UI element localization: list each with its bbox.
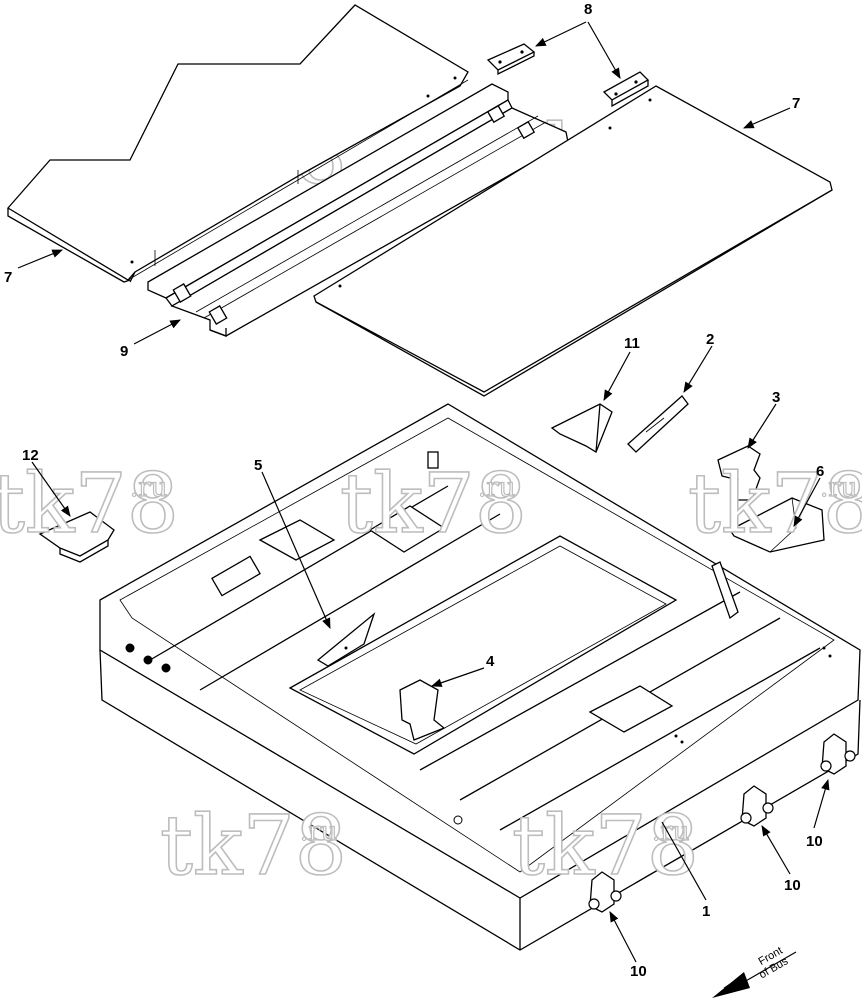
watermark-bottom-right: tk78 .ru bbox=[511, 798, 700, 895]
callout-10-left: 10 bbox=[630, 963, 647, 980]
direction-line bbox=[743, 951, 797, 983]
front-of-bus-indicator: Front of Bus bbox=[712, 945, 797, 998]
callout-2: 2 bbox=[706, 331, 714, 348]
callout-9: 9 bbox=[120, 343, 128, 360]
callout-11: 11 bbox=[624, 335, 640, 352]
main-frame-assembly bbox=[99, 403, 861, 951]
watermark-suffix: .ru bbox=[300, 817, 337, 847]
callout-1: 1 bbox=[702, 903, 710, 920]
watermark-suffix: .ru bbox=[652, 817, 689, 847]
watermark-suffix: .ru bbox=[478, 473, 515, 503]
watermark-text: tk78 bbox=[340, 457, 527, 552]
callout-6: 6 bbox=[816, 463, 824, 480]
channel-rail-assembly bbox=[147, 83, 569, 337]
callout-5: 5 bbox=[254, 457, 262, 474]
hinge-upper bbox=[486, 43, 536, 76]
callout-10-right: 10 bbox=[806, 833, 823, 850]
watermark-bottom-left: tk78 .ru bbox=[159, 798, 348, 895]
latch-front-right bbox=[820, 733, 856, 775]
hinge-lower bbox=[602, 71, 650, 108]
watermark-mid-left: tk78 .ru bbox=[0, 456, 180, 553]
floor-panel-right bbox=[313, 85, 833, 397]
watermark-mid-right: tk78 .ru bbox=[687, 456, 862, 553]
callout-12: 12 bbox=[22, 447, 39, 464]
bracket-11 bbox=[550, 403, 613, 453]
watermark-text: tk78 bbox=[688, 457, 862, 552]
watermark-mid-center: tk78 .ru bbox=[339, 456, 528, 553]
plate-4 bbox=[399, 679, 446, 741]
callout-7-right: 7 bbox=[792, 95, 800, 112]
bracket-3 bbox=[717, 445, 761, 501]
plate-5 bbox=[316, 612, 376, 667]
callout-7-left: 7 bbox=[4, 269, 12, 286]
callout-10-middle: 10 bbox=[784, 877, 801, 894]
latch-front-middle bbox=[740, 785, 774, 827]
watermark-text: tk78 bbox=[160, 799, 347, 894]
watermark-text: tk78 bbox=[0, 457, 179, 552]
watermark-text: tk78 bbox=[512, 799, 699, 894]
latch-front-left bbox=[588, 871, 622, 913]
watermark-suffix: .ru bbox=[130, 473, 167, 503]
bracket-6 bbox=[729, 497, 825, 553]
callout-leaders bbox=[17, 21, 830, 963]
bracket-12 bbox=[38, 511, 115, 563]
callout-4: 4 bbox=[486, 653, 495, 670]
plate-2 bbox=[627, 395, 689, 453]
callout-8: 8 bbox=[584, 1, 592, 18]
direction-arrowhead-icon bbox=[712, 972, 750, 998]
callout-3: 3 bbox=[772, 389, 780, 406]
watermark-suffix: .ru bbox=[820, 473, 857, 503]
